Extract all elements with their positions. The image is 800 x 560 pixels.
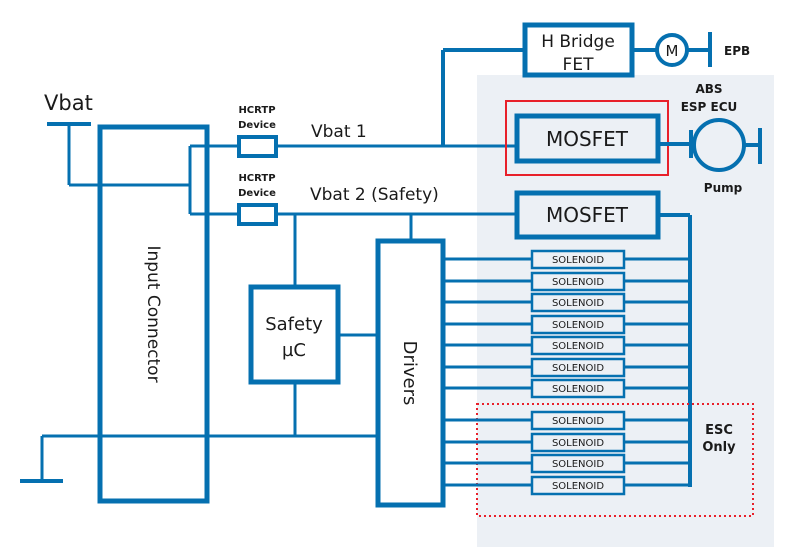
solenoid-label: SOLENOID (552, 438, 604, 449)
solenoid-block (530, 249, 626, 270)
drivers-block (375, 238, 446, 508)
highlight-box (505, 100, 669, 176)
input-connector-label: Input Connector (143, 245, 163, 382)
solenoid-block (530, 314, 626, 335)
solenoid-label: SOLENOID (552, 320, 604, 331)
solenoid-label: SOLENOID (552, 298, 604, 309)
solenoid-block (530, 432, 626, 453)
hbridge-label-line1: H Bridge (541, 32, 615, 52)
pump-label: Pump (704, 181, 743, 195)
solenoid-block (530, 475, 626, 496)
solenoid-block (530, 378, 626, 399)
hcrtp-device-2 (237, 203, 278, 226)
safety-uc-label-line1: Safety (265, 314, 323, 335)
hbridge-label-line2: FET (563, 55, 595, 75)
esc-only-label-line1: ESC (705, 423, 733, 438)
motor-label: M (666, 42, 679, 60)
solenoid-block (530, 335, 626, 356)
solenoid-label: SOLENOID (552, 255, 604, 266)
hcrtp1-label-line2: Device (238, 120, 276, 131)
hcrtp2-label-line2: Device (238, 188, 276, 199)
solenoid-block (530, 292, 626, 313)
solenoid-block (530, 453, 626, 474)
solenoid-label: SOLENOID (552, 277, 604, 288)
vbat2-label: Vbat 2 (Safety) (310, 185, 439, 205)
solenoid-label: SOLENOID (552, 459, 604, 470)
drivers-label: Drivers (399, 341, 420, 406)
hcrtp2-label-line1: HCRTP (238, 173, 275, 184)
hcrtp1-label-line1: HCRTP (238, 105, 275, 116)
solenoid-label: SOLENOID (552, 363, 604, 374)
ecu-label-line2: ESP ECU (681, 100, 738, 114)
vbat-label: Vbat (44, 91, 93, 115)
esc-only-label-line2: Only (702, 440, 736, 455)
solenoid-block (530, 271, 626, 292)
safety-uc-label-line2: µC (282, 340, 306, 361)
mosfet-solenoid-label: MOSFET (546, 203, 629, 227)
ecu-label-line1: ABS (695, 82, 722, 96)
mosfet-pump-block (514, 113, 661, 164)
solenoid-label: SOLENOID (552, 384, 604, 395)
abs-esp-ecu-region (477, 75, 774, 547)
solenoid-label: SOLENOID (552, 341, 604, 352)
solenoid-block (530, 357, 626, 378)
hcrtp-device-1 (237, 135, 278, 158)
mosfet-pump-label: MOSFET (546, 127, 629, 151)
esc-only-box (476, 403, 754, 517)
solenoid-label: SOLENOID (552, 416, 604, 427)
input-connector-block (97, 124, 210, 504)
epb-label: EPB (724, 44, 750, 58)
solenoid-block (530, 410, 626, 431)
solenoid-label: SOLENOID (552, 481, 604, 492)
vbat1-label: Vbat 1 (311, 122, 367, 142)
